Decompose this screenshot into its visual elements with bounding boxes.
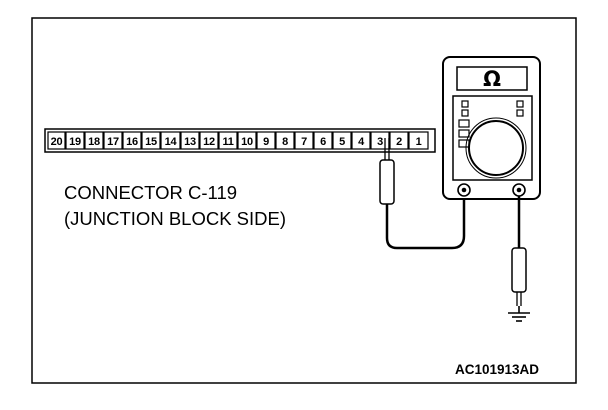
connector-pin-label-13: 13 [184, 136, 196, 148]
connector-pin-cell-6 [313, 131, 333, 150]
connector-pin-label-19: 19 [69, 136, 81, 148]
test-probe-negative [511, 247, 527, 306]
selector-indicators [458, 100, 524, 148]
test-probe-positive [379, 138, 395, 205]
connector-pin-label-9: 9 [263, 136, 269, 148]
connector-pin-cell-11 [218, 131, 238, 150]
diagram-border [31, 17, 577, 384]
connector-pin-label-20: 20 [51, 136, 63, 148]
connector-pin-label-3: 3 [377, 136, 383, 148]
connector-pin-cell-13 [180, 131, 200, 150]
connector-caption-line1: CONNECTOR C-119 [64, 182, 237, 203]
connector-pin-cell-16 [122, 131, 142, 150]
terminal-positive-core [461, 187, 467, 193]
connector-pin-cell-4 [351, 131, 371, 150]
connector-pin-cell-1 [408, 131, 429, 150]
ohm-icon: Ω [483, 67, 501, 91]
connector-pin-label-7: 7 [301, 136, 307, 148]
connector-pin-label-11: 11 [222, 136, 233, 148]
ground-icon [508, 306, 530, 322]
connector-pin-cell-7 [294, 131, 314, 150]
connector-caption-line2: (JUNCTION BLOCK SIDE) [64, 208, 286, 229]
connector-pin-label-10: 10 [241, 136, 253, 148]
connector-pin-label-4: 4 [358, 136, 365, 148]
ohmmeter: Ω [442, 56, 541, 200]
figure-reference-code: AC101913AD [455, 362, 539, 377]
connector-pin-cell-12 [199, 131, 219, 150]
connector-pin-label-8: 8 [282, 136, 288, 148]
connector-pin-label-17: 17 [107, 136, 119, 148]
connector-pin-cell-8 [275, 131, 295, 150]
connector-pin-cell-14 [160, 131, 181, 150]
connector-pin-label-15: 15 [145, 136, 157, 148]
rotary-selector-knob [468, 120, 524, 176]
connector-pin-cell-18 [84, 131, 104, 150]
probe-lead-positive [385, 192, 466, 250]
connector-pin-cell-10 [237, 131, 257, 150]
connector-pin-cell-15 [141, 131, 161, 150]
connector-pin-label-18: 18 [88, 136, 100, 148]
rotary-selector-rim [465, 117, 527, 179]
connector-pin-label-14: 14 [165, 136, 178, 148]
connector-pin-label-5: 5 [339, 136, 345, 148]
ohmmeter-display [456, 66, 528, 91]
connector-pin-label-16: 16 [126, 136, 138, 148]
connector-pin-cell-9 [256, 131, 276, 150]
connector-pin-label-1: 1 [416, 136, 422, 148]
connector-pin-cell-17 [103, 131, 123, 150]
connector-pin-cell-5 [332, 131, 352, 150]
connector-pin-cell-2 [389, 131, 409, 150]
connector-pin-label-12: 12 [203, 136, 215, 148]
connector-pin-cell-20 [47, 131, 66, 150]
terminal-negative-core [516, 187, 522, 193]
connector-pin-label-2: 2 [396, 136, 402, 148]
connector-pin-cell-19 [65, 131, 85, 150]
connector-pin-label-6: 6 [320, 136, 326, 148]
